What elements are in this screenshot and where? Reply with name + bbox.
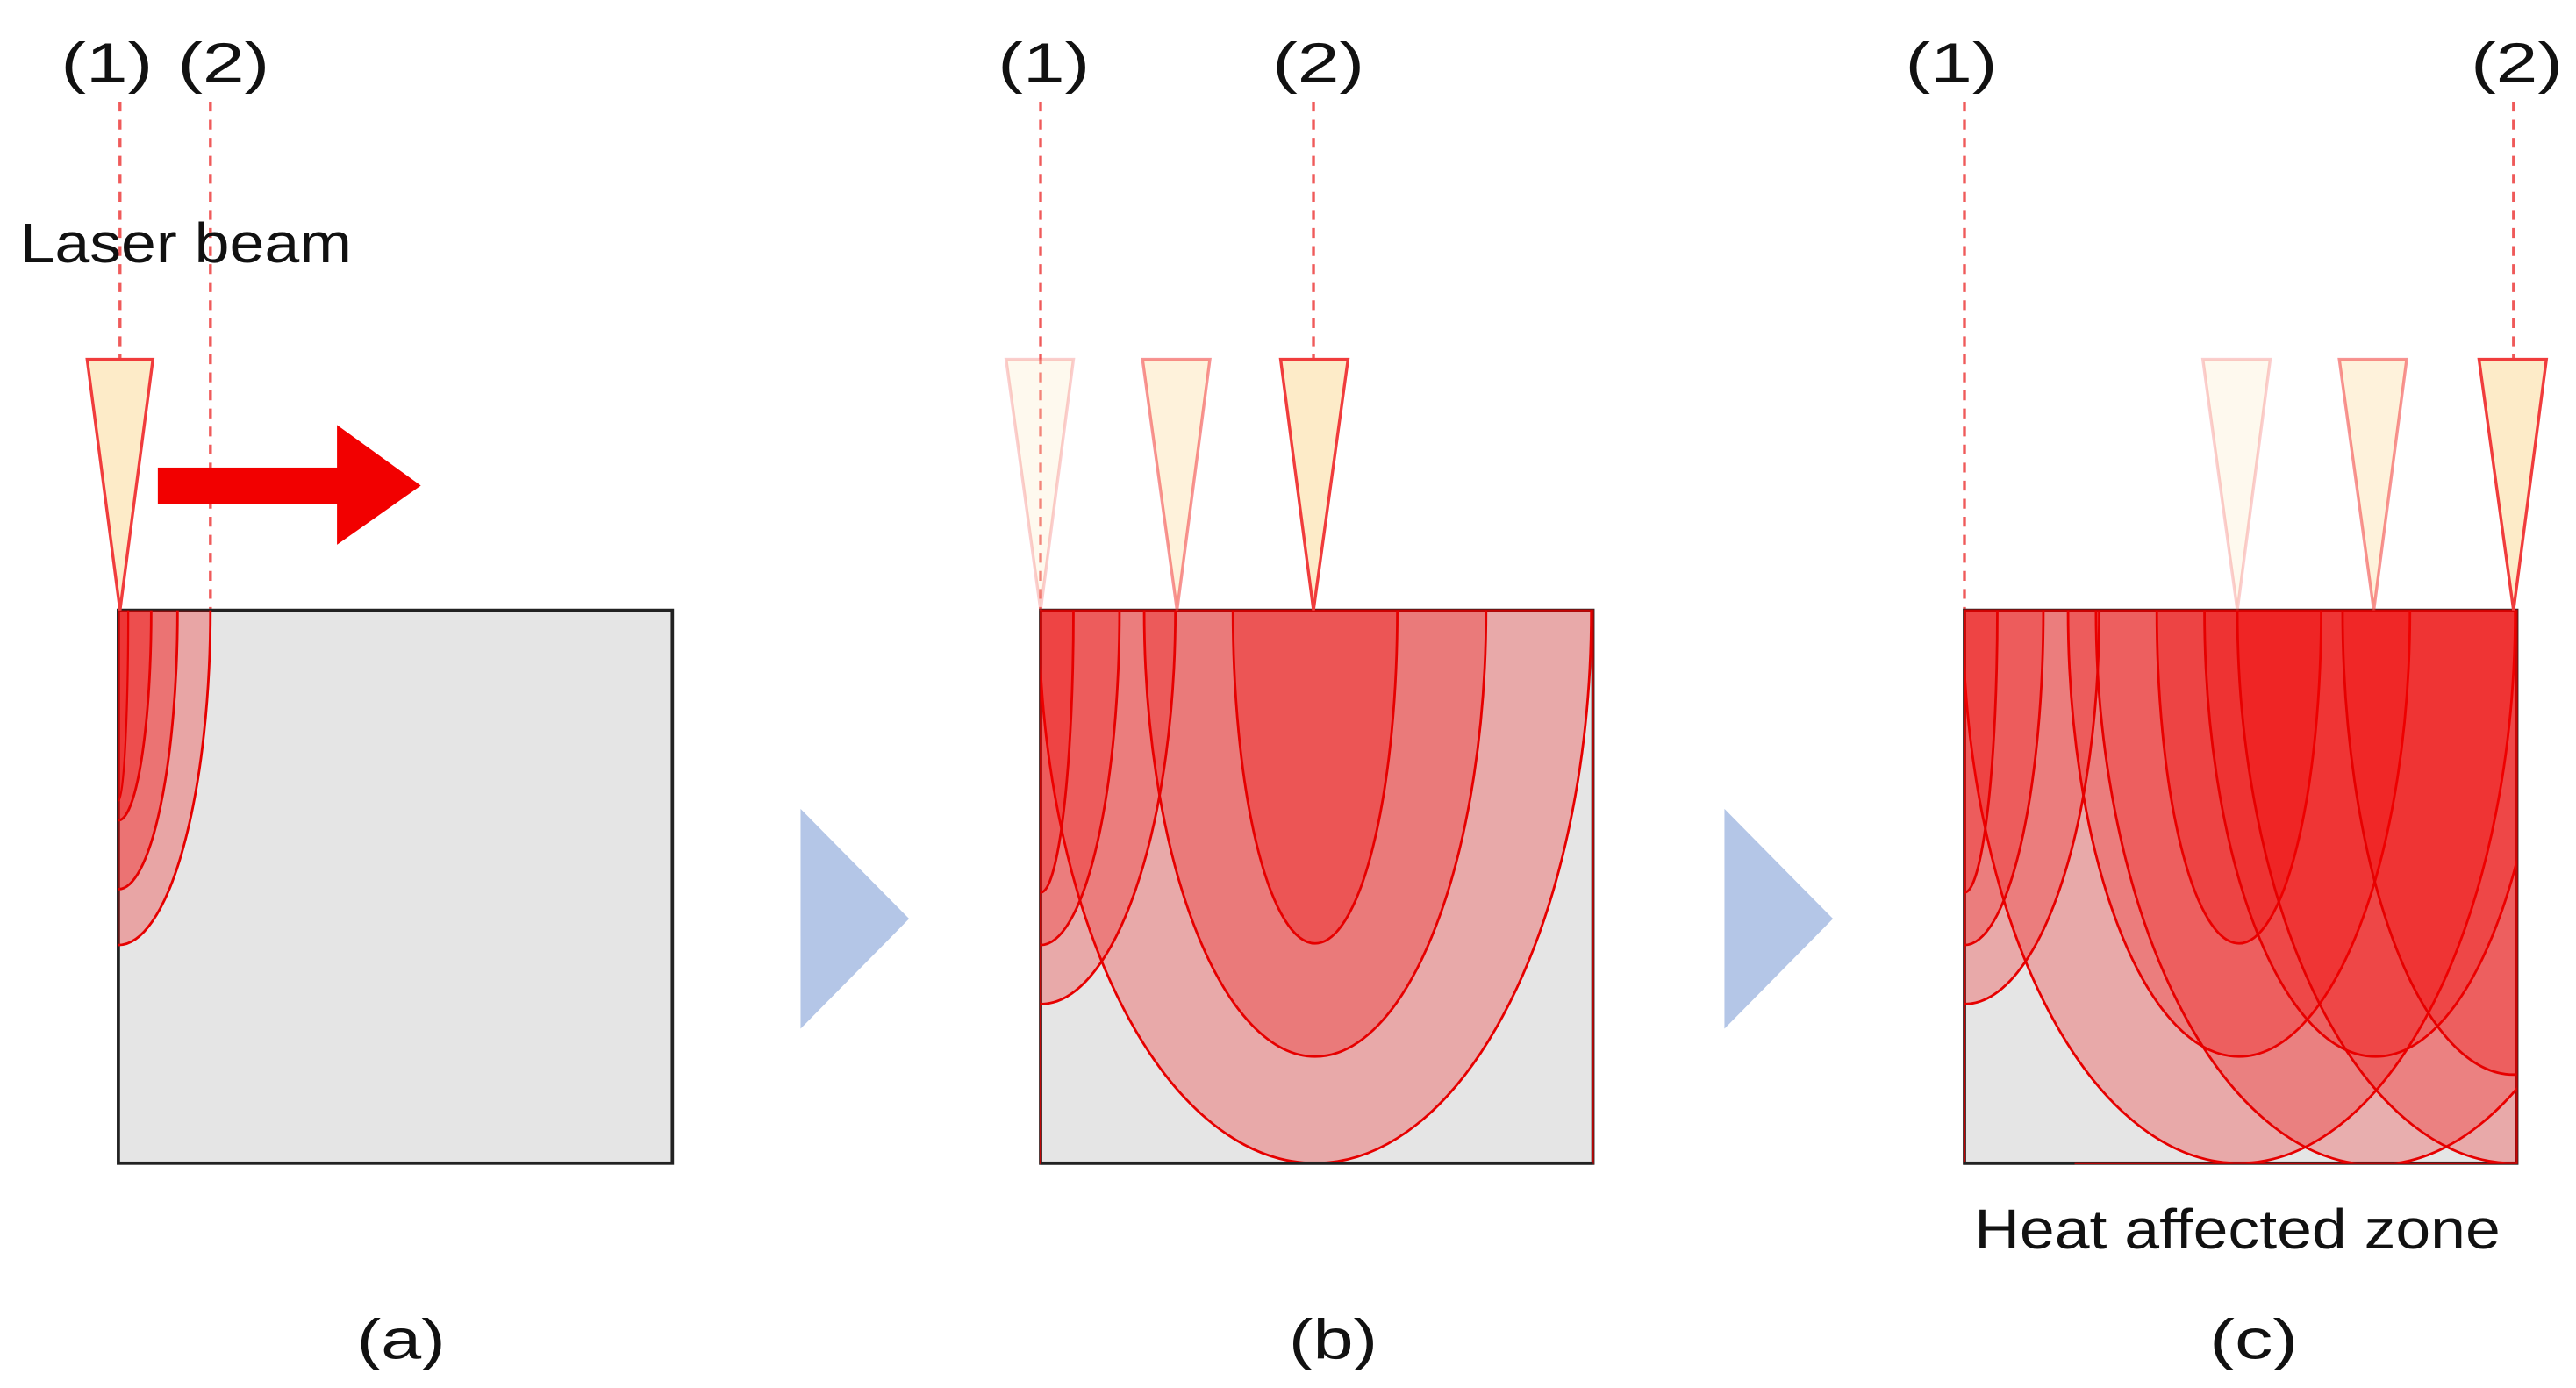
laser-beam-icon: [1278, 357, 1350, 611]
laser-beam-icon: [1004, 357, 1076, 611]
heat-zone-c: [1964, 610, 2517, 1163]
heat-affected-zone-label: Heat affected zone: [1974, 1198, 2501, 1261]
laser-beam-icon: [1141, 357, 1212, 611]
panel-c: (1) (2) Heat affected zone (c): [1906, 32, 2563, 1371]
laser-beam-icon: [2200, 357, 2272, 611]
heat-zone-a: [118, 610, 212, 947]
workpiece-b: [1039, 608, 1595, 1165]
panel-b: (1) (2) (b): [998, 32, 1595, 1370]
marker-2-label: (2): [177, 32, 269, 95]
caption-b: (b): [1289, 1308, 1377, 1370]
marker-2-label: (2): [2471, 32, 2563, 95]
laser-beam-icon: [2337, 357, 2408, 611]
heat-zone-b: [1041, 610, 1592, 1163]
marker-1-label: (1): [61, 32, 153, 95]
scan-direction-arrow-icon: [157, 425, 421, 545]
caption-c: (c): [2209, 1308, 2298, 1370]
marker-1-label: (1): [998, 32, 1090, 95]
laser-beam-icon: [85, 357, 155, 611]
laser-beam-icon: [2477, 357, 2549, 611]
marker-1-label: (1): [1906, 32, 1998, 95]
marker-2-label: (2): [1272, 32, 1364, 95]
workpiece-a: [117, 608, 675, 1165]
step-arrow-icon-1: [800, 808, 910, 1029]
panel-a: (1) (2) Laser beam (a): [19, 32, 675, 1370]
laser-beam-label: Laser beam: [19, 212, 351, 275]
caption-a: (a): [357, 1308, 446, 1370]
step-arrow-icon-2: [1724, 808, 1834, 1029]
